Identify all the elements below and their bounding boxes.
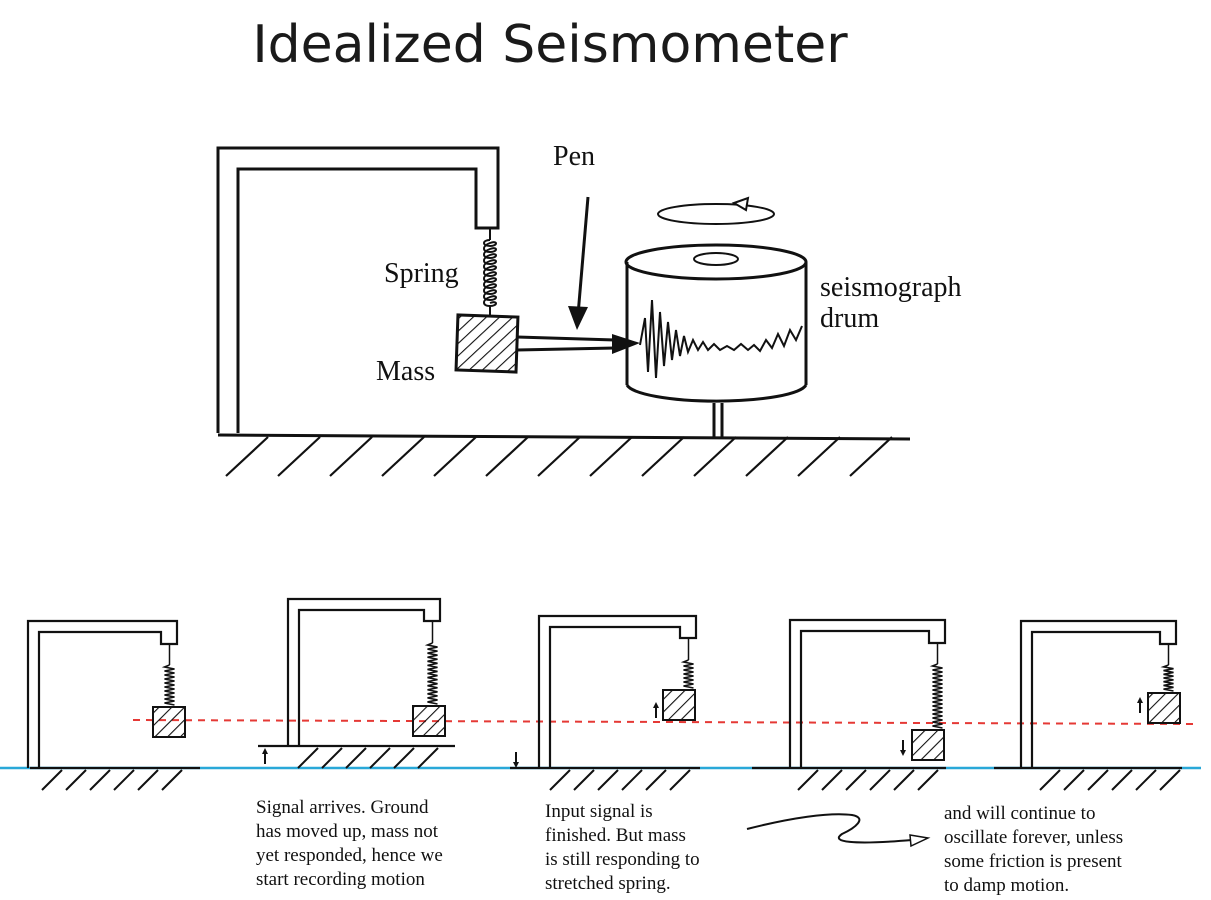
main-ground-hatch	[225, 436, 893, 477]
seismogram-trace	[639, 299, 803, 379]
mini-seismometer-5	[994, 619, 1182, 791]
mini-seismometer-2	[258, 597, 455, 769]
drum-label-line2: drum	[820, 303, 879, 334]
squiggle-arrow	[746, 813, 931, 848]
diagram-title: Idealized Seismometer	[252, 15, 848, 75]
pen-pointer-arrowhead	[568, 306, 588, 330]
drum-label-line1: seismograph	[820, 272, 962, 303]
mass-label: Mass	[376, 356, 435, 387]
pen-pointer-line	[576, 196, 590, 316]
motion-arrows	[262, 697, 1143, 768]
mass-reference-line	[132, 719, 1196, 725]
main-spring-coil	[483, 239, 497, 308]
mini-seismometer-3	[510, 614, 700, 791]
main-frame	[216, 146, 500, 433]
caption-signal-arrives: Signal arrives. Ground has moved up, mas…	[256, 797, 448, 890]
mini-seismometer-1	[26, 619, 200, 791]
seismometer-sequence	[26, 597, 1182, 791]
main-seismometer: Pen Spring Mass seismograph drum	[216, 141, 962, 477]
rotation-arrow	[657, 196, 775, 225]
caption-continue: and will continue to oscillate forever, …	[944, 803, 1128, 896]
pen-arm	[516, 335, 616, 352]
spring-label: Spring	[384, 258, 459, 289]
mini-seismometer-4	[752, 618, 947, 791]
main-ground-line	[217, 433, 911, 441]
caption-input-finished: Input signal is finished. But mass is st…	[545, 801, 704, 894]
seismograph-drum	[624, 243, 808, 437]
pen-label: Pen	[553, 141, 595, 172]
main-mass	[454, 313, 520, 374]
